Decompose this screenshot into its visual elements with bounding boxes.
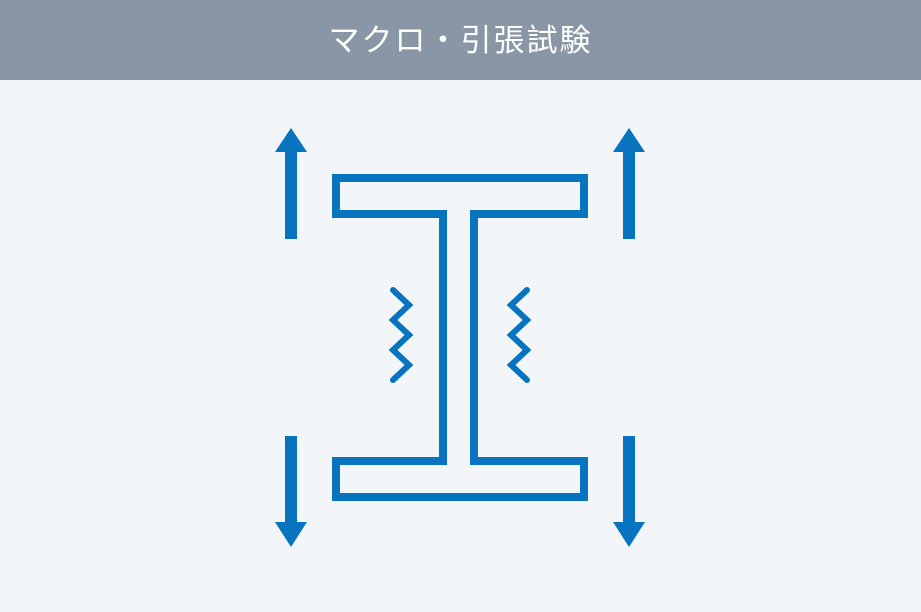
- page-title: マクロ・引張試験: [328, 22, 593, 59]
- upper-left-tension-arrow: [275, 128, 307, 239]
- lower-right-tension-arrow: [613, 436, 645, 547]
- title-bar: マクロ・引張試験: [0, 0, 921, 80]
- left-stress-zigzag: [388, 287, 414, 383]
- lower-left-tension-arrow: [275, 436, 307, 547]
- upper-right-tension-arrow: [613, 128, 645, 239]
- right-stress-zigzag: [506, 287, 532, 383]
- i-beam-specimen: [332, 174, 588, 501]
- tensile-test-diagram: [275, 128, 645, 547]
